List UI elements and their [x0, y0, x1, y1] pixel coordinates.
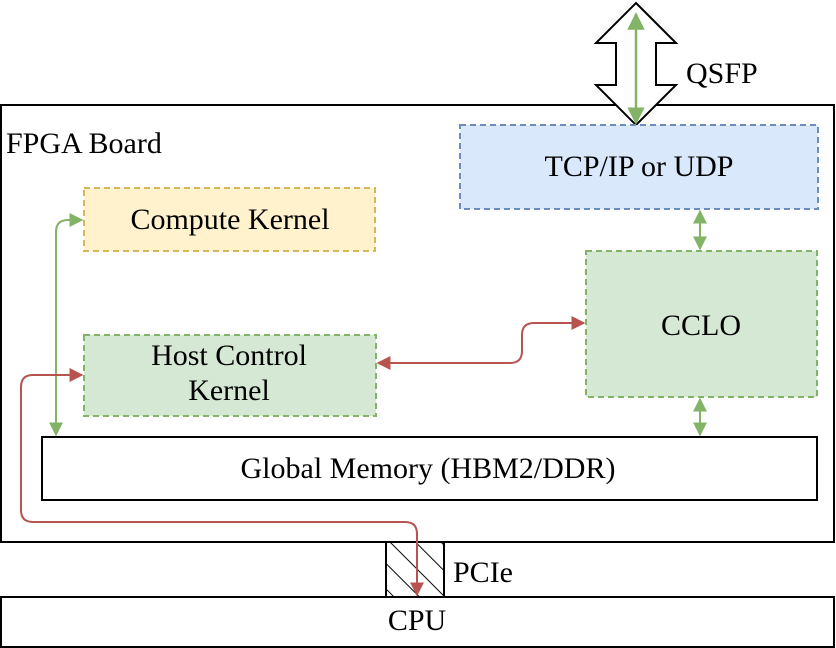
- compute-memory-arrow: [49, 213, 84, 437]
- compute-kernel-label: Compute Kernel: [130, 203, 329, 236]
- host-control-label-line1: Host Control: [151, 339, 307, 372]
- global-memory-label: Global Memory (HBM2/DDR): [241, 452, 616, 485]
- qsfp-label: QSFP: [686, 57, 758, 90]
- compute-kernel-box: [83, 187, 376, 252]
- pcie-connector-icon: [385, 541, 445, 598]
- cclo-box: [585, 250, 818, 398]
- cclo-label: CCLO: [661, 309, 741, 342]
- tcp-ip-box: [459, 124, 819, 210]
- host-control-cclo-arrow: [376, 316, 586, 370]
- host-control-label-line2: Kernel: [188, 374, 270, 407]
- fpga-board-label: FPGA Board: [6, 127, 162, 160]
- cpu-box: [0, 596, 835, 648]
- cpu-host-control-arrow: [20, 368, 424, 597]
- pcie-label: PCIe: [453, 556, 513, 589]
- tcp-ip-label: TCP/IP or UDP: [545, 150, 734, 183]
- cpu-label: CPU: [388, 604, 447, 637]
